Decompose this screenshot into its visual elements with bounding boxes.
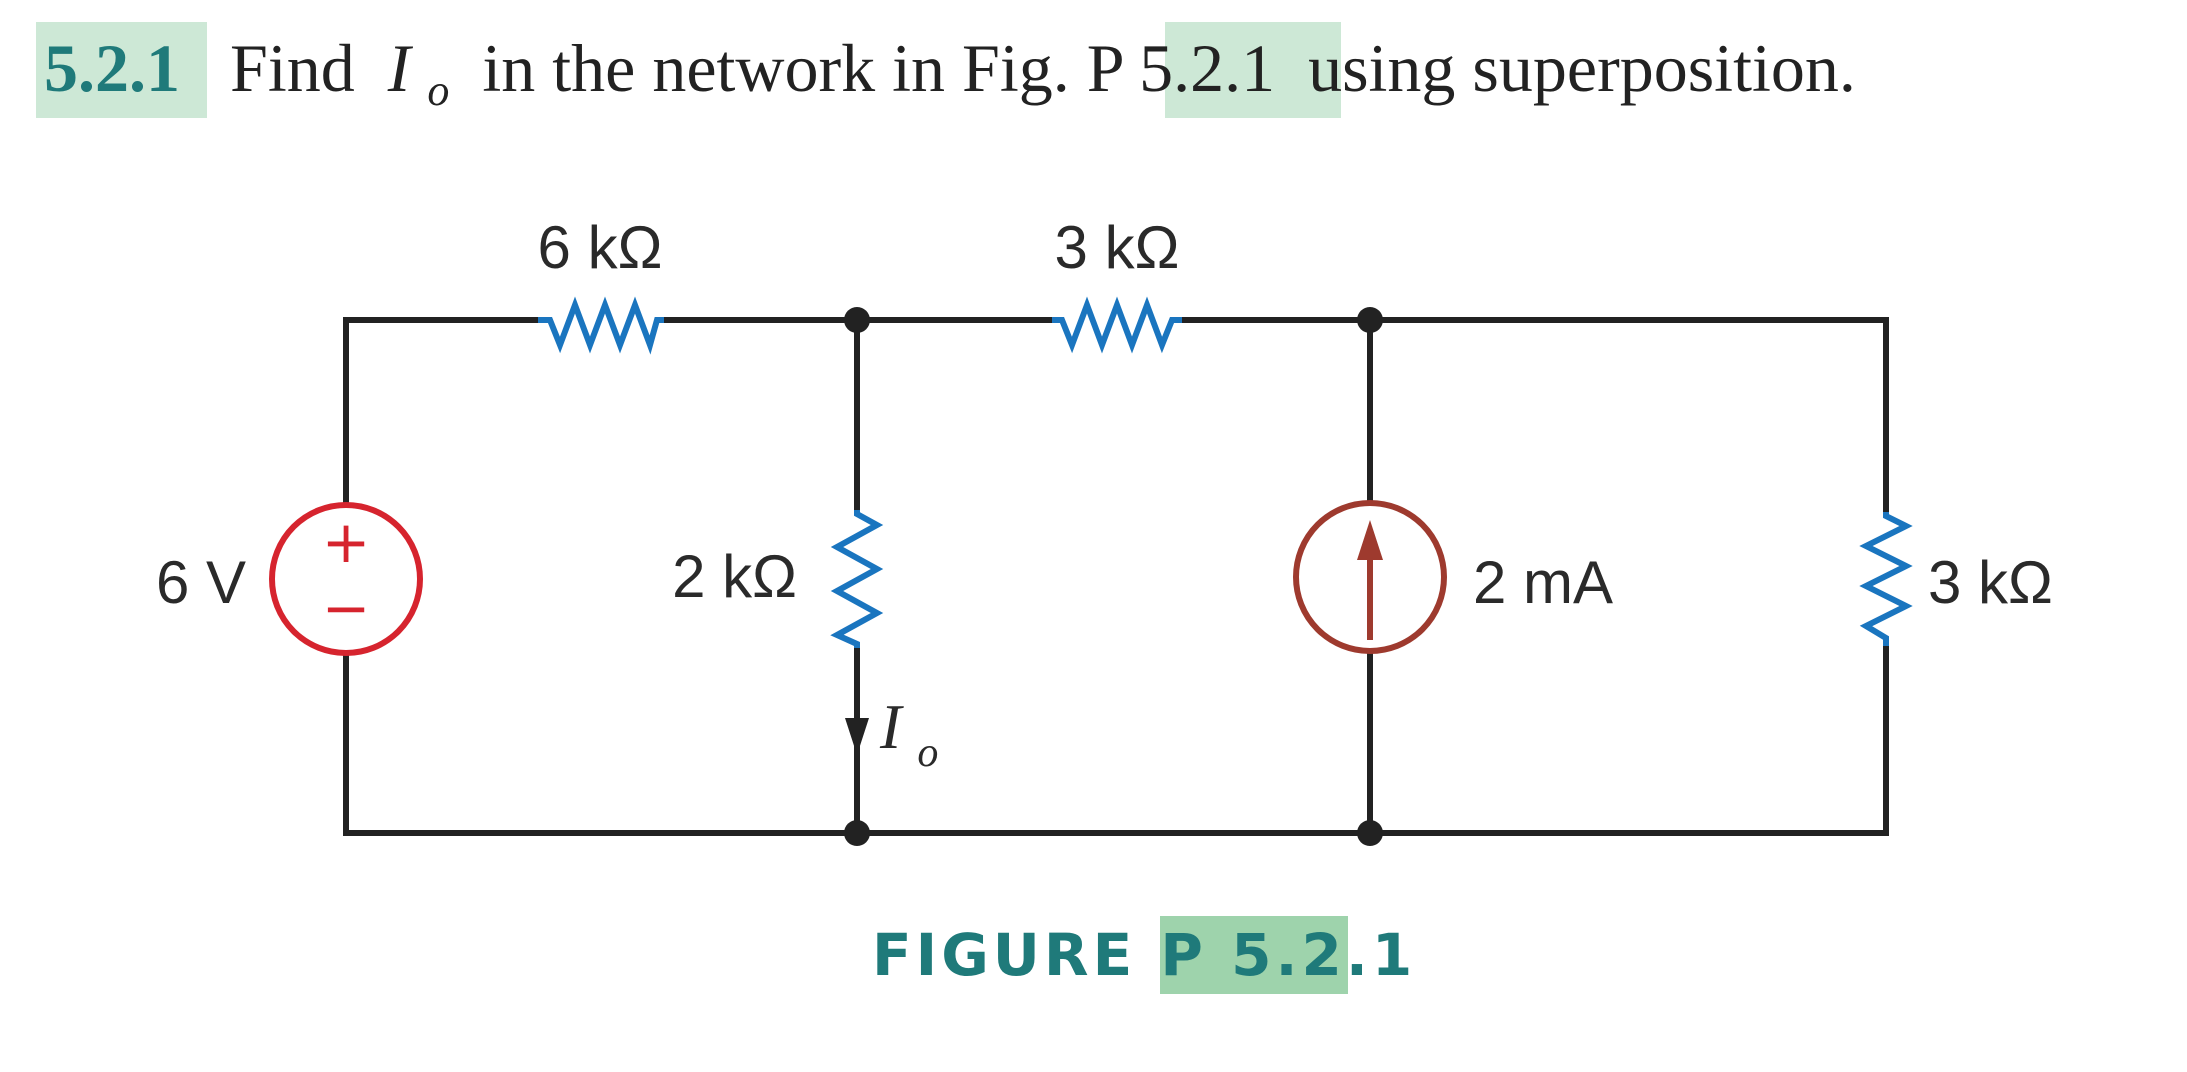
- problem-number-highlight: [36, 22, 207, 118]
- node-top-right: [1357, 307, 1383, 333]
- resistor-3k-right-label: 3 kΩ: [1928, 549, 2053, 616]
- resistor-6k-label: 6 kΩ: [538, 214, 663, 281]
- circuit-diagram: 6 kΩ 3 kΩ 2 kΩ I o + − 6 V 2 mA 3 kΩ: [156, 214, 2053, 846]
- resistor-6k: [538, 296, 664, 355]
- current-io-label: I o: [879, 691, 938, 776]
- caption-highlight: [1160, 916, 1348, 994]
- current-source-label: 2 mA: [1473, 549, 1613, 616]
- problem-text-middle: in the network in Fig. P: [482, 30, 1122, 106]
- caption-number: 5.2.1: [1231, 921, 1416, 989]
- current-arrow-icon: [845, 718, 869, 755]
- node-bottom-middle: [844, 820, 870, 846]
- resistor-2k: [830, 510, 884, 648]
- voltage-source-circle: [269, 502, 423, 656]
- problem-statement: 5.2.1 Find I o in the network in Fig. P …: [36, 22, 1856, 120]
- problem-text-start: Find: [230, 30, 355, 106]
- voltage-source-label: 6 V: [156, 549, 246, 616]
- voltage-source-minus: −: [322, 574, 371, 642]
- resistor-3k-top: [1052, 296, 1182, 354]
- caption-prefix: FIGURE P: [872, 921, 1207, 989]
- circuit-wires: [343, 317, 1889, 836]
- current-source-2ma: [1293, 500, 1447, 654]
- wire-top-right: [1179, 317, 1889, 515]
- svg-text:5.2.1 Find I: 5.2.1 Find I o in the network in Fig. P …: [44, 30, 1856, 120]
- current-source-arrow-icon: [1357, 520, 1383, 560]
- current-io-variable: I: [879, 691, 904, 762]
- resistor-2k-label: 2 kΩ: [672, 543, 797, 610]
- problem-number: 5.2.1: [44, 30, 180, 106]
- problem-variable: I: [387, 30, 414, 106]
- resistor-3k-top-label: 3 kΩ: [1055, 214, 1180, 281]
- caption-text: FIGURE P 5.2.1: [872, 921, 1416, 989]
- wire-bottom: [343, 643, 1889, 836]
- resistor-3k-right: [1859, 512, 1913, 646]
- voltage-source-6v: + −: [269, 502, 423, 656]
- figure-ref-highlight: [1165, 22, 1341, 118]
- wire-top-left: [343, 317, 541, 508]
- problem-figure-ref: 5.2.1: [1139, 30, 1275, 106]
- figure-caption: FIGURE P 5.2.1: [872, 916, 1416, 994]
- problem-text-end: using superposition.: [1308, 30, 1856, 106]
- problem-variable-subscript: o: [427, 66, 449, 115]
- voltage-source-plus: +: [322, 508, 371, 576]
- node-bottom-right: [1357, 820, 1383, 846]
- current-io-subscript: o: [917, 730, 938, 776]
- node-top-middle: [844, 307, 870, 333]
